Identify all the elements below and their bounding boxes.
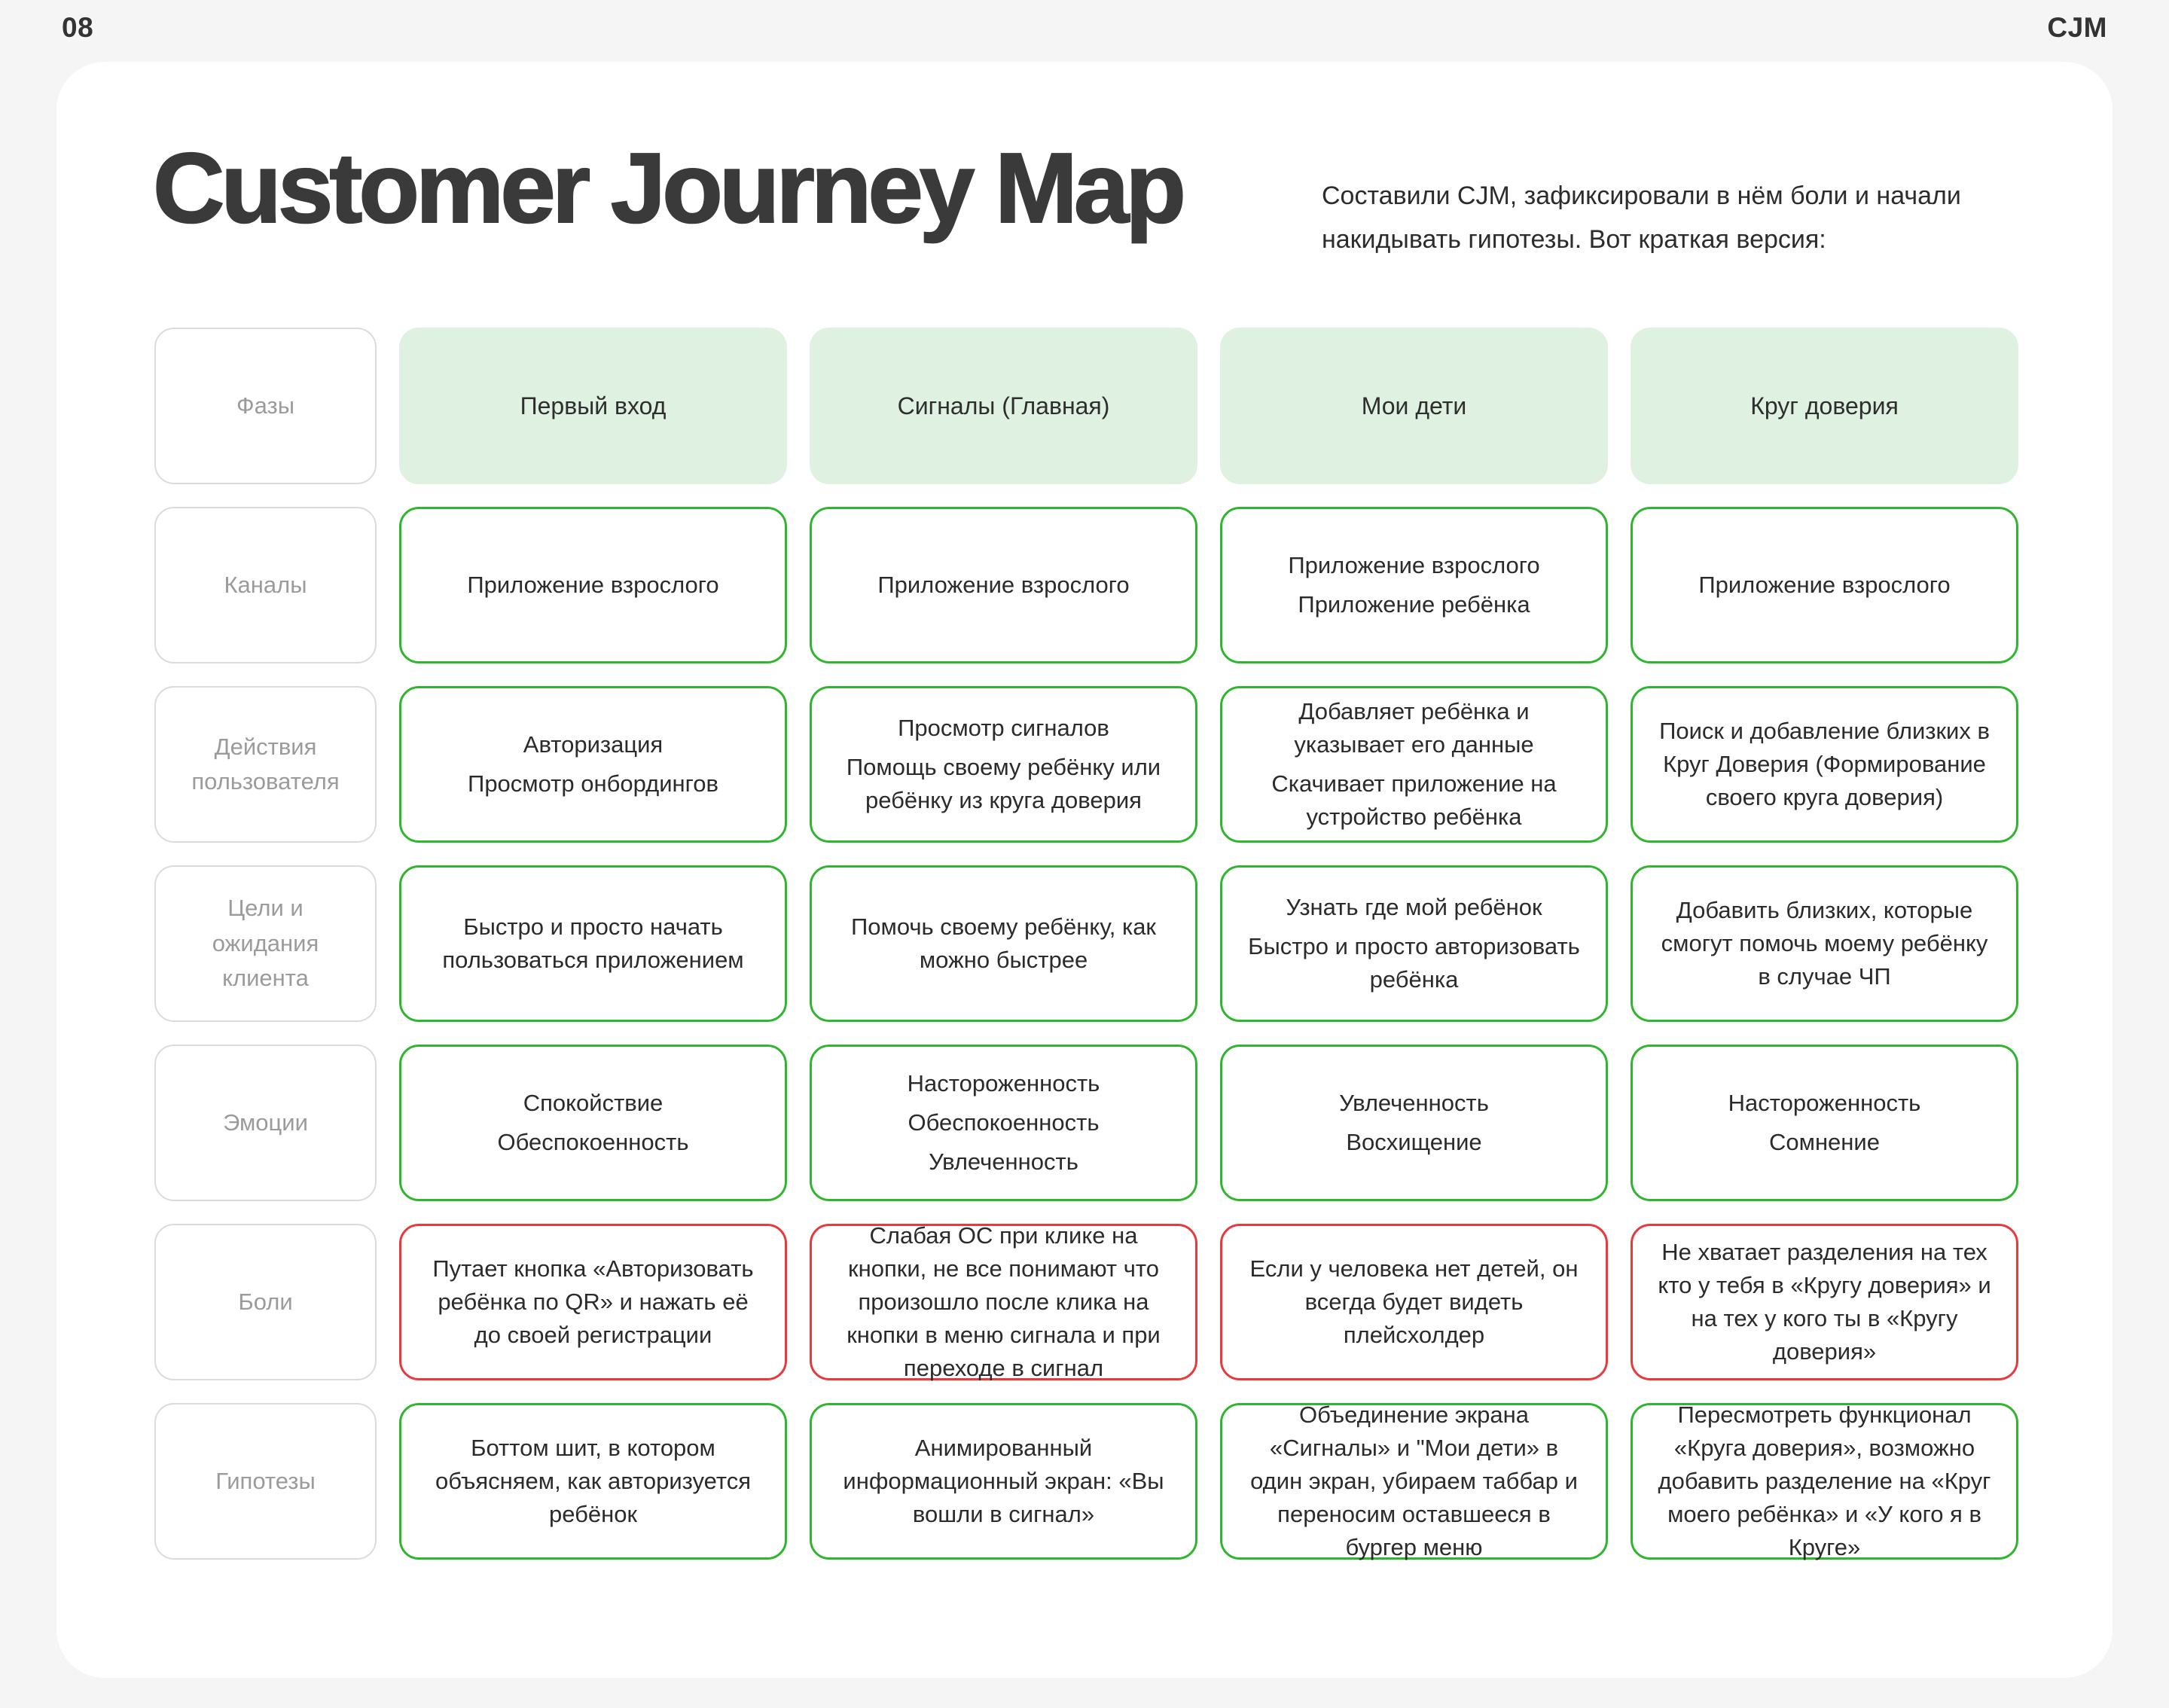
row-label-channels: Каналы (154, 507, 377, 663)
cell-paragraph: Сомнение (1769, 1129, 1880, 1155)
cell-paragraph: Обеспокоенность (908, 1109, 1100, 1136)
cell-paragraph: Спокойствие (523, 1089, 664, 1116)
cell-paragraph: Не хватает разделения на тех кто у тебя … (1658, 1238, 1991, 1365)
cell-hypotheses-4: Пересмотреть функционал «Круга доверия»,… (1631, 1401, 2018, 1560)
cell-paragraph: Авторизация (523, 730, 664, 758)
cell-paragraph: Путает кнопка «Авторизовать ребёнка по Q… (432, 1255, 754, 1348)
cell-emotions-1: Спокойствие Обеспокоенность (399, 1045, 787, 1201)
cell-goals-2: Помочь своему ребёнку, как можно быстрее (810, 865, 1197, 1022)
cell-paragraph: Боттом шит, в котором объясняем, как авт… (435, 1434, 751, 1527)
cell-paragraph: Добавляет ребёнка и указывает его данные (1294, 697, 1534, 758)
cell-actions-4: Поиск и добавление близких в Круг Довери… (1631, 686, 2018, 843)
journey-table: Фазы Первый вход Сигналы (Главная) Мои д… (154, 328, 2018, 1560)
phase-header-trust-circle: Круг доверия (1631, 328, 2018, 484)
phase-header-my-children: Мои дети (1220, 328, 1608, 484)
slide-card: Customer Journey Map Составили CJM, зафи… (56, 62, 2113, 1678)
cell-actions-3: Добавляет ребёнка и указывает его данные… (1220, 686, 1608, 843)
cell-paragraph: Восхищение (1346, 1129, 1482, 1155)
cell-pains-3: Если у человека нет детей, он всегда буд… (1220, 1224, 1608, 1380)
doc-label: CJM (2047, 12, 2107, 43)
cell-actions-1: Авторизация Просмотр онбордингов (399, 686, 787, 843)
cell-emotions-2: Настороженность Обеспокоенность Увлеченн… (810, 1045, 1197, 1201)
cell-paragraph: Поиск и добавление близких в Круг Довери… (1659, 717, 1990, 810)
cell-paragraph: Если у человека нет детей, он всегда буд… (1249, 1255, 1579, 1348)
row-label-hypotheses: Гипотезы (154, 1403, 377, 1560)
cell-paragraph: Узнать где мой ребёнок (1286, 893, 1542, 920)
cell-paragraph: Просмотр сигналов (898, 714, 1109, 741)
cell-paragraph: Приложение взрослого (1288, 551, 1540, 578)
cell-pains-4: Не хватает разделения на тех кто у тебя … (1631, 1224, 2018, 1380)
cell-paragraph: Добавить близких, которые смогут помочь … (1661, 896, 1988, 990)
cell-paragraph: Увлеченность (929, 1148, 1078, 1175)
cell-paragraph: Слабая ОС при клике на кнопки, не все по… (847, 1222, 1161, 1382)
phase-header-first-entry: Первый вход (399, 328, 787, 484)
cell-goals-3: Узнать где мой ребёнок Быстро и просто а… (1220, 865, 1608, 1022)
cell-channels-3: Приложение взрослого Приложение ребёнка (1220, 507, 1608, 663)
cell-goals-1: Быстро и просто начать пользоваться прил… (399, 865, 787, 1022)
cell-paragraph: Увлеченность (1339, 1089, 1489, 1116)
cell-paragraph: Приложение взрослого (877, 571, 1130, 598)
cell-paragraph: Помочь своему ребёнку, как можно быстрее (850, 913, 1156, 973)
cell-paragraph: Объединение экрана «Сигналы» и "Мои дети… (1250, 1401, 1578, 1561)
phase-header-signals: Сигналы (Главная) (810, 328, 1197, 484)
cell-paragraph: Приложение взрослого (1698, 571, 1951, 598)
cell-actions-2: Просмотр сигналов Помощь своему ребёнку … (810, 686, 1197, 843)
row-label-phases: Фазы (154, 328, 377, 484)
row-label-pains: Боли (154, 1224, 377, 1380)
cell-hypotheses-2: Анимированный информационный экран: «Вы … (810, 1403, 1197, 1560)
page-number: 08 (62, 12, 94, 43)
row-label-goals: Цели и ожидания клиента (154, 865, 377, 1022)
cell-paragraph: Настороженность (1728, 1089, 1921, 1116)
cell-pains-2: Слабая ОС при клике на кнопки, не все по… (810, 1222, 1197, 1381)
cell-paragraph: Быстро и просто начать пользоваться прил… (442, 913, 744, 973)
cell-paragraph: Обеспокоенность (497, 1129, 689, 1155)
cell-paragraph: Приложение взрослого (467, 571, 719, 598)
cell-paragraph: Настороженность (907, 1069, 1100, 1096)
cell-hypotheses-3: Объединение экрана «Сигналы» и "Мои дети… (1220, 1401, 1608, 1560)
cell-paragraph: Скачивает приложение на устройство ребён… (1271, 770, 1557, 831)
row-label-emotions: Эмоции (154, 1045, 377, 1201)
cell-paragraph: Приложение ребёнка (1298, 591, 1530, 618)
cell-goals-4: Добавить близких, которые смогут помочь … (1631, 865, 2018, 1022)
cell-paragraph: Быстро и просто авторизовать ребёнка (1248, 932, 1580, 993)
cell-channels-4: Приложение взрослого (1631, 507, 2018, 663)
cell-channels-1: Приложение взрослого (399, 507, 787, 663)
cell-pains-1: Путает кнопка «Авторизовать ребёнка по Q… (399, 1224, 787, 1380)
page-subtitle: Составили CJM, зафиксировали в нём боли … (1322, 181, 1961, 254)
cell-paragraph: Анимированный информационный экран: «Вы … (843, 1434, 1164, 1527)
cell-emotions-3: Увлеченность Восхищение (1220, 1045, 1608, 1201)
cell-hypotheses-1: Боттом шит, в котором объясняем, как авт… (399, 1403, 787, 1560)
row-label-user-actions: Действия пользователя (154, 686, 377, 843)
cell-paragraph: Пересмотреть функционал «Круга доверия»,… (1658, 1401, 1991, 1561)
cell-channels-2: Приложение взрослого (810, 507, 1197, 663)
cell-emotions-4: Настороженность Сомнение (1631, 1045, 2018, 1201)
page-title: Customer Journey Map (152, 132, 1187, 244)
cell-paragraph: Помощь своему ребёнку или ребёнку из кру… (846, 753, 1161, 813)
cell-paragraph: Просмотр онбордингов (468, 770, 718, 797)
